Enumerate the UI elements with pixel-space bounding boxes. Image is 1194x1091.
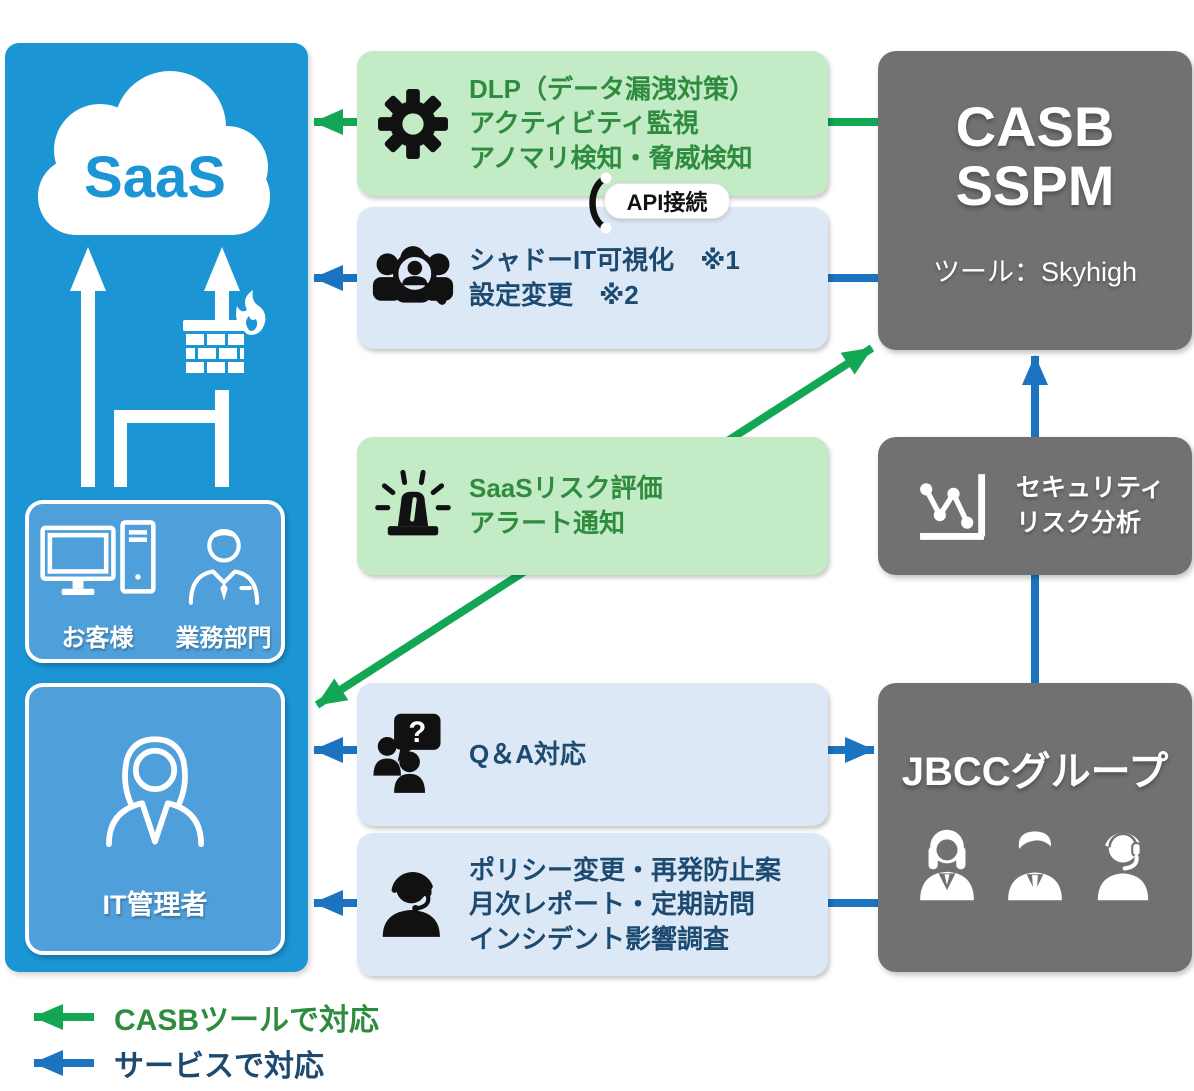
businessman-icon: [188, 528, 259, 605]
upload-arrows: [70, 247, 240, 487]
legend-service-row: サービスで対応: [26, 1040, 379, 1086]
siren-icon: [375, 469, 451, 536]
dlp-line-2: アクティビティ監視: [469, 108, 699, 139]
legend: CASBツールで対応 サービスで対応: [26, 994, 379, 1086]
chart-icon: [920, 474, 986, 540]
monitor-pc-icon: [39, 520, 156, 596]
dlp-line-1: DLP（データ漏洩対策）: [469, 73, 756, 104]
risk-line-2: アラート通知: [469, 508, 626, 538]
customer-business-box: お客様 業務部門: [25, 500, 285, 663]
policy-support-box: ポリシー変更・再発防止案 月次レポート・定期訪問 インシデント影響調査: [357, 833, 828, 976]
legend-casb-tool-label: CASBツールで対応: [114, 1004, 380, 1037]
jbcc-title: JBCCグループ: [901, 750, 1169, 794]
analysis-line-1: セキュリティ: [1016, 474, 1165, 502]
api-connection-badge: API接続: [604, 183, 730, 219]
api-connector-bracket: [589, 172, 612, 234]
firewall-icon: [183, 320, 247, 373]
jbcc-staff-icons: [905, 823, 1165, 907]
legend-service-label: サービスで対応: [114, 1050, 324, 1083]
casb-title-line1: CASB: [955, 95, 1115, 158]
shadow-it-line-1: シャドーIT可視化 ※1: [469, 245, 740, 276]
dlp-line-3: アノマリ検知・脅威検知: [469, 142, 753, 173]
analysis-line-2: リスク分析: [1016, 509, 1142, 537]
legend-casb-tool-row: CASBツールで対応: [26, 994, 379, 1040]
gear-icon: [378, 88, 448, 159]
policy-line-2: 月次レポート・定期訪問: [469, 889, 756, 920]
it-admin-box: IT管理者: [25, 683, 285, 955]
customer-label: お客様: [61, 625, 134, 652]
shadow-it-box: シャドーIT可視化 ※1 設定変更 ※2: [357, 207, 828, 349]
staff-man-icon: [1008, 831, 1062, 901]
business-label: 業務部門: [175, 625, 272, 652]
dlp-box: DLP（データ漏洩対策） アクティビティ監視 アノマリ検知・脅威検知: [357, 51, 828, 196]
saas-environment-panel: SaaS: [5, 43, 308, 972]
casb-tool-subtitle: ツール：Skyhigh: [932, 256, 1138, 287]
legend-green-arrow-icon: [33, 1004, 94, 1030]
casb-sspm-box: CASB SSPM ツール：Skyhigh: [878, 51, 1192, 350]
jbcc-group-box: JBCCグループ: [878, 683, 1192, 972]
casb-title-line2: SSPM: [955, 154, 1115, 218]
qa-box: ? Q＆A対応: [357, 683, 828, 826]
risk-line-1: SaaSリスク評価: [469, 473, 663, 504]
shadow-it-audit-icon: [372, 246, 454, 305]
qa-people-icon: ?: [373, 713, 441, 793]
it-admin-label: IT管理者: [102, 890, 208, 920]
saas-cloud-and-traffic-graphic: SaaS: [38, 71, 270, 487]
customer-column: お客様: [39, 520, 157, 653]
saas-cloud-label: SaaS: [84, 145, 226, 210]
staff-woman-icon: [920, 829, 974, 901]
policy-line-3: インシデント影響調査: [469, 923, 730, 954]
svg-text:?: ?: [408, 717, 426, 749]
headset-operator-icon: [382, 871, 440, 937]
shadow-it-line-2: 設定変更 ※2: [469, 280, 639, 310]
business-column: 業務部門: [176, 520, 272, 653]
cloud-icon: [38, 71, 270, 235]
security-risk-analysis-box: セキュリティ リスク分析: [878, 437, 1192, 575]
staff-headset-icon: [1097, 832, 1149, 901]
legend-blue-arrow-icon: [33, 1050, 94, 1076]
flame-icon: [236, 290, 266, 335]
policy-line-1: ポリシー変更・再発防止案: [469, 854, 782, 885]
woman-admin-icon: [106, 736, 204, 848]
risk-alert-box: SaaSリスク評価 アラート通知: [357, 437, 828, 575]
qa-line-1: Q＆A対応: [469, 739, 587, 770]
